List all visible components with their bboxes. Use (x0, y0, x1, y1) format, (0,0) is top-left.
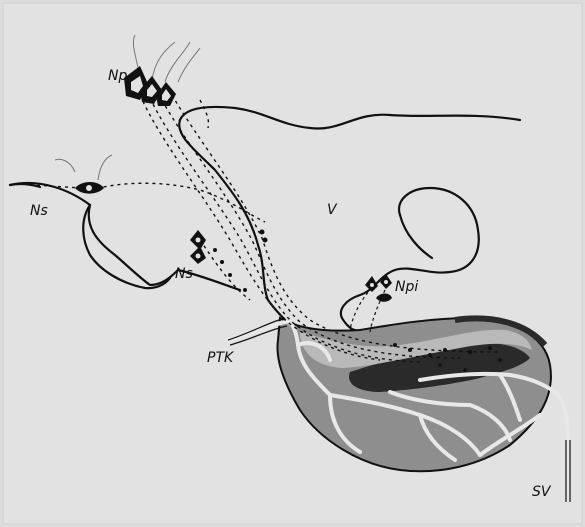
label-sv: SV (532, 484, 552, 500)
label-ptk: PTK (207, 350, 235, 366)
label-ns-upper: Ns (30, 203, 48, 219)
label-ns-lower: Ns (175, 266, 193, 282)
label-np: Np (108, 68, 127, 84)
label-v: V (327, 202, 338, 218)
label-npi: Npi (395, 279, 418, 295)
